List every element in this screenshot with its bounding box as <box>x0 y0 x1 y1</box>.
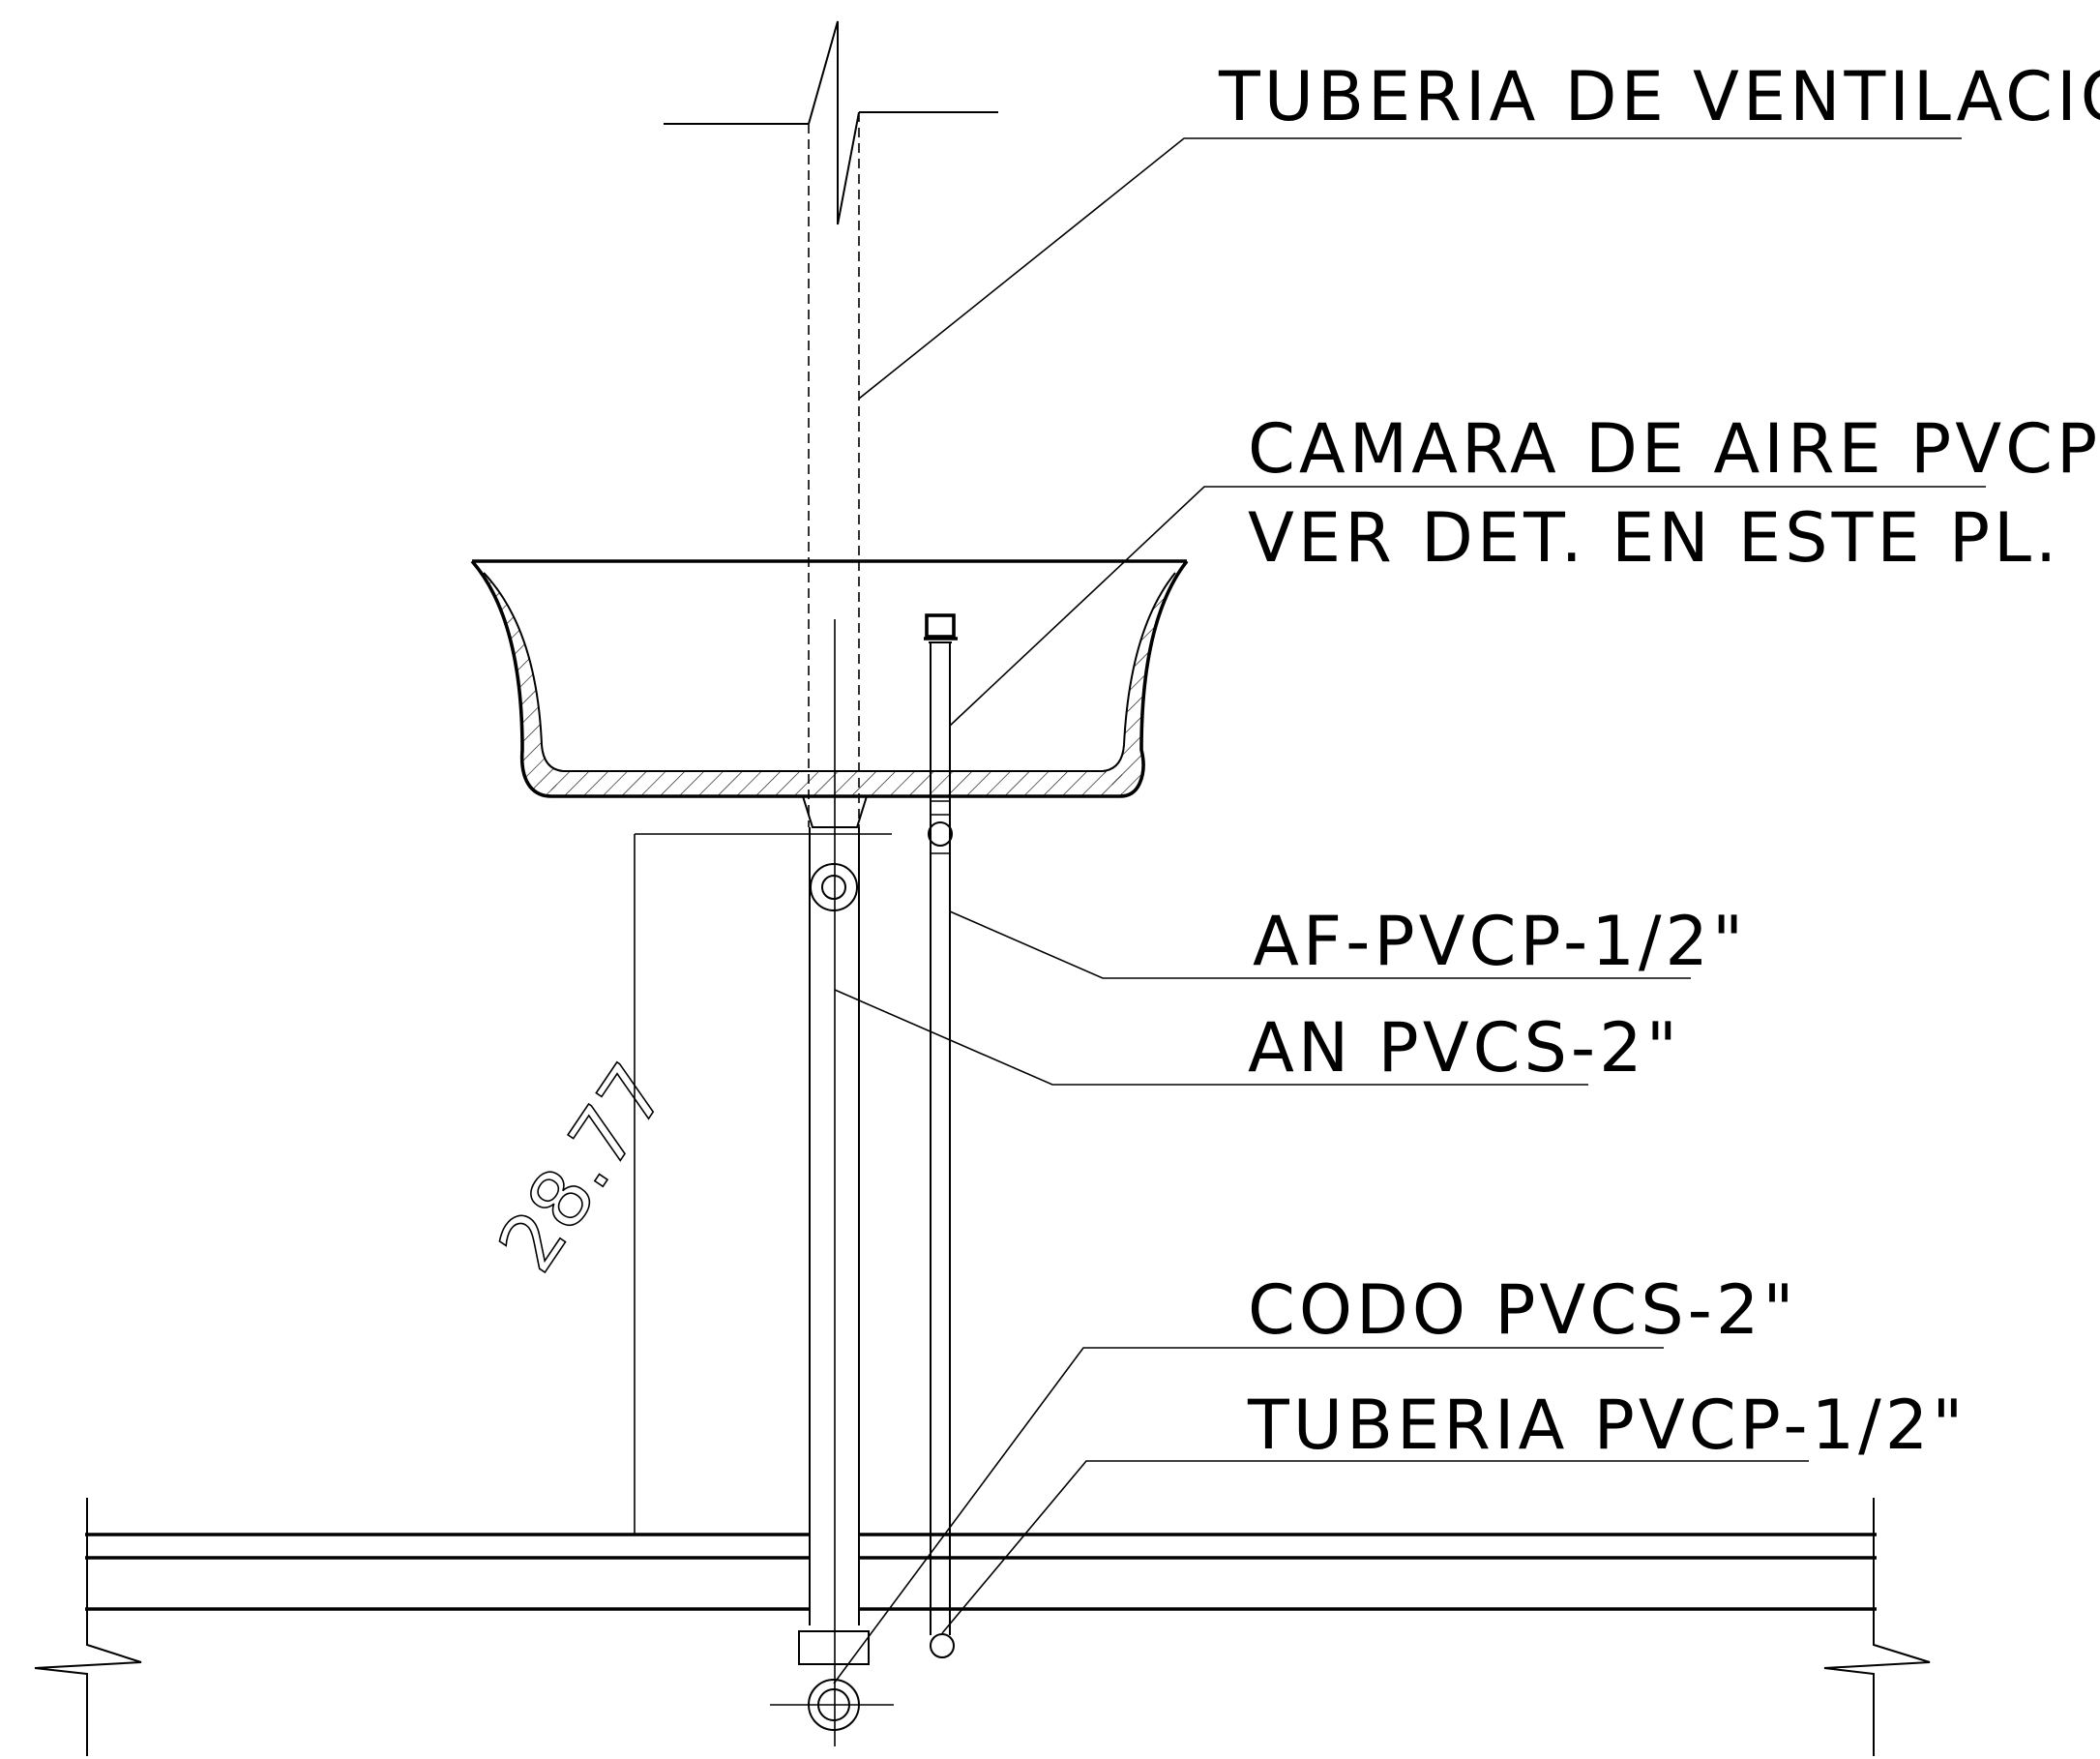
leader-lines <box>833 137 1986 1684</box>
label-vent-pipe: TUBERIA DE VENTILACIÓN <box>1218 57 2100 136</box>
label-air-chamber-ref: VER DET. EN ESTE PL. <box>1248 498 2060 578</box>
height-dimension: 28.77 <box>481 833 892 1535</box>
label-pipe: TUBERIA PVCP-1/2" <box>1247 1386 1967 1465</box>
drain-pipe <box>770 619 894 1746</box>
label-drain: AN PVCS-2" <box>1248 1008 1681 1088</box>
cold-water-pipe <box>924 613 958 1658</box>
vent-pipe <box>664 20 998 827</box>
label-elbow: CODO PVCS-2" <box>1248 1270 1798 1350</box>
annotations: TUBERIA DE VENTILACIÓN CAMARA DE AIRE PV… <box>1218 57 2100 1465</box>
height-dimension-value: 28.77 <box>482 1048 685 1288</box>
label-air-chamber: CAMARA DE AIRE PVCP-ø1/2" <box>1248 409 2100 489</box>
washbasin <box>470 559 1189 828</box>
label-cold-water: AF-PVCP-1/2" <box>1253 902 1747 981</box>
floor-slab <box>34 1498 1931 1756</box>
